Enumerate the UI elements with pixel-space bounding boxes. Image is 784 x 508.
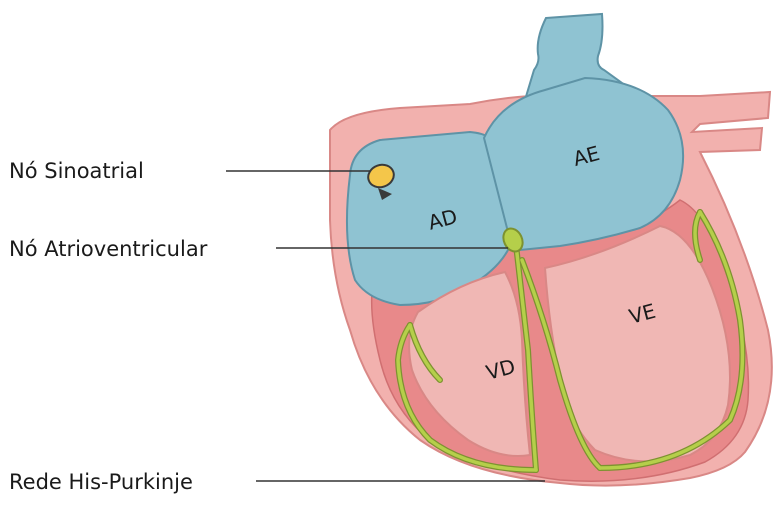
sa-node-label: Nó Sinoatrial <box>9 159 144 183</box>
av-node-label: Nó Atrioventricular <box>9 237 208 261</box>
his-purkinje-label: Rede His-Purkinje <box>9 470 193 494</box>
